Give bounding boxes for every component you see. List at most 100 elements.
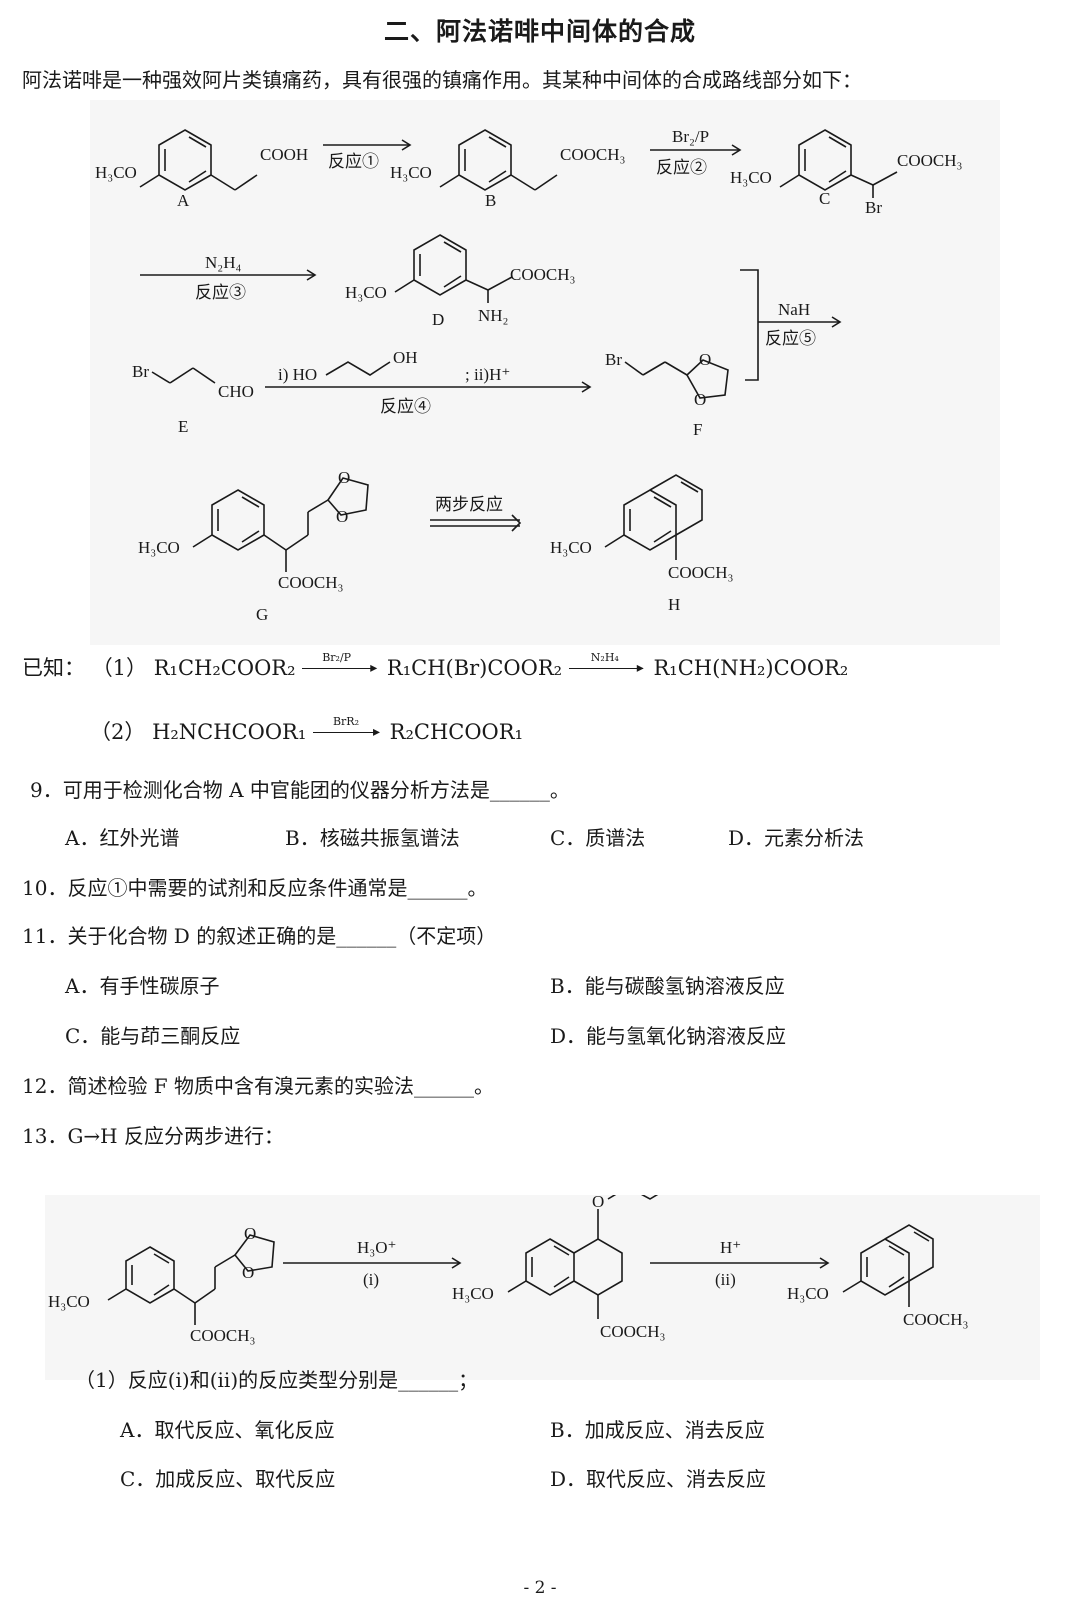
q9-option-c[interactable]: C．质谱法 [550, 826, 646, 850]
q11-option-c[interactable]: C．能与茚三酮反应 [65, 1024, 241, 1048]
q13-g-sub: H₃CO [48, 1292, 90, 1311]
compound-g: O O H₃CO COOCH₃ G [138, 468, 369, 624]
compound-e-br: Br [132, 362, 149, 381]
q13-g-group: COOCH₃ [190, 1326, 256, 1345]
known-item1-num: （1） [91, 656, 148, 680]
q13-arrow-i-bottom: (i) [363, 1270, 379, 1289]
q13-arrow-i: H₃O⁺ (i) [283, 1238, 462, 1289]
q13-int-group: COOCH₃ [600, 1322, 666, 1341]
q9-stem: 9．可用于检测化合物 A 中官能团的仪器分析方法是______。 [30, 778, 570, 802]
section-title: 二、阿法诺啡中间体的合成 [383, 17, 696, 46]
arrow1-label: 反应① [328, 152, 379, 171]
arrow4-top-post: ; ii)H⁺ [465, 365, 510, 384]
page-number: - 2 - [523, 1578, 557, 1598]
compound-e-label: E [178, 417, 188, 436]
compound-f-label: F [693, 420, 702, 439]
q12-stem: 12．简述检验 F 物质中含有溴元素的实验法______。 [22, 1074, 495, 1098]
q13-scheme-svg: O O H₃CO COOCH₃ H₃O⁺ (i) O OH H₃CO COOCH… [48, 1176, 969, 1345]
q13-int-sub: H₃CO [452, 1284, 494, 1303]
q13-g-o1: O [244, 1224, 256, 1243]
q13-h-sub: H₃CO [787, 1284, 829, 1303]
compound-f: Br O O F [605, 350, 729, 439]
known-reaction-2: （2） H₂NCHCOOR₁ BrR₂ ▸ R₂CHCOOR₁ [90, 715, 523, 746]
compound-d-group: COOCH₃ [510, 265, 576, 284]
q11-option-b[interactable]: B．能与碳酸氢钠溶液反应 [550, 974, 785, 998]
compound-g-label: G [256, 605, 268, 624]
compound-e: Br CHO E [132, 362, 254, 436]
intro-text: 阿法诺啡是一种强效阿片类镇痛药，具有很强的镇痛作用。其某种中间体的合成路线部分如… [22, 68, 862, 92]
compound-a: COOH H₃CO A [95, 129, 308, 210]
arrow-reaction-2: Br₂/P 反应② [650, 127, 742, 177]
synthesis-scheme: COOH H₃CO A 反应① COOCH₃ H₃CO B Br₂/P 反应② … [90, 100, 1000, 645]
q13-option-a[interactable]: A．取代反应、氧化反应 [120, 1418, 335, 1442]
compound-a-label: A [177, 191, 190, 210]
compound-c-br: Br [865, 198, 882, 217]
q13-arrow-ii: H⁺ (ii) [650, 1238, 830, 1289]
compound-g-group: COOCH₃ [278, 573, 344, 592]
compound-d-label: D [432, 310, 444, 329]
known-arrow-3-label: BrR₂ [332, 715, 360, 728]
synthesis-scheme-svg: COOH H₃CO A 反应① COOCH₃ H₃CO B Br₂/P 反应② … [95, 127, 963, 624]
known-item2-a: H₂NCHCOOR₁ [152, 720, 307, 744]
compound-a-group: COOH [260, 145, 308, 164]
known-item1-b: R₁CH(Br)COOR₂ [386, 656, 563, 680]
compound-b-label: B [485, 191, 496, 210]
compound-c-group: COOCH₃ [897, 151, 963, 170]
q11-option-d[interactable]: D．能与氢氧化钠溶液反应 [550, 1024, 787, 1048]
compound-b: COOCH₃ H₃CO B [390, 129, 626, 210]
known-arrow-1: Br₂/P ▸ [302, 651, 380, 676]
compound-d-nh2: NH₂ [478, 306, 508, 325]
q13-sub1: （1）反应(i)和(ii)的反应类型分别是______； [75, 1368, 479, 1392]
arrow4-top-pre: i) HO [278, 365, 317, 384]
arrow3-bottom: 反应③ [195, 283, 246, 302]
compound-g-o2: O [336, 507, 348, 526]
known-item2-b: R₂CHCOOR₁ [389, 720, 523, 744]
known-prefix: 已知： [22, 656, 85, 680]
q11-stem: 11．关于化合物 D 的叙述正确的是______（不定项） [22, 924, 497, 948]
known-item1-a: R₁CH₂COOR₂ [153, 656, 296, 680]
q13-arrow-ii-bottom: (ii) [715, 1270, 736, 1289]
q9-option-d[interactable]: D．元素分析法 [728, 826, 865, 850]
arrow5-top: NaH [778, 300, 810, 319]
known-item1-c: R₁CH(NH₂)COOR₂ [653, 656, 849, 680]
compound-b-group: COOCH₃ [560, 145, 626, 164]
arrow5-bottom: 反应⑤ [765, 329, 816, 348]
known-arrow-2: N₂H₄ ▸ [568, 651, 647, 676]
q13-int-o: O [592, 1195, 604, 1211]
compound-g-o1: O [338, 468, 350, 487]
arrow6-top: 两步反应 [435, 495, 503, 514]
q13-arrow-ii-top: H⁺ [720, 1238, 741, 1257]
arrow4-top-oh: OH [393, 348, 418, 367]
compound-f-o2: O [694, 390, 706, 409]
q13-option-d[interactable]: D．取代反应、消去反应 [550, 1467, 767, 1491]
q13-scheme: O O H₃CO COOCH₃ H₃O⁺ (i) O OH H₃CO COOCH… [45, 1176, 1040, 1380]
q13-option-b[interactable]: B．加成反应、消去反应 [550, 1418, 765, 1442]
compound-h: H₃CO COOCH₃ H [550, 474, 734, 614]
arrow-reaction-3: N₂H₄ 反应③ [140, 253, 317, 302]
compound-e-cho: CHO [218, 382, 254, 401]
compound-h-group: COOCH₃ [668, 563, 734, 582]
compound-a-sub: H₃CO [95, 163, 137, 182]
arrow-two-step: 两步反应 [430, 495, 522, 532]
q9-option-a[interactable]: A．红外光谱 [65, 826, 180, 850]
compound-f-br: Br [605, 350, 622, 369]
known-arrow-1-label: Br₂/P [322, 651, 352, 664]
compound-d-sub: H₃CO [345, 283, 387, 302]
compound-g-sub: H₃CO [138, 538, 180, 557]
known-arrow-3: BrR₂ ▸ [312, 715, 383, 740]
compound-b-sub: H₃CO [390, 163, 432, 182]
q11-option-a[interactable]: A．有手性碳原子 [65, 974, 220, 998]
compound-h-sub: H₃CO [550, 538, 592, 557]
arrow-reaction-1: 反应① [323, 139, 412, 171]
arrow-reaction-4: i) HO OH ; ii)H⁺ 反应④ [265, 348, 592, 416]
q9-option-b[interactable]: B．核磁共振氢谱法 [285, 826, 460, 850]
compound-c-label: C [819, 189, 830, 208]
known-arrow-2-label: N₂H₄ [590, 651, 619, 664]
compound-d: COOCH₃ H₃CO NH₂ D [345, 234, 576, 329]
q13-h-group: COOCH₃ [903, 1310, 969, 1329]
q13-option-c[interactable]: C．加成反应、取代反应 [120, 1467, 336, 1491]
arrow-reaction-5: NaH 反应⑤ [740, 269, 842, 381]
known-item2-num: （2） [90, 720, 146, 744]
arrow4-bottom: 反应④ [380, 397, 431, 416]
q13-compound-h: H₃CO COOCH₃ [787, 1224, 969, 1329]
